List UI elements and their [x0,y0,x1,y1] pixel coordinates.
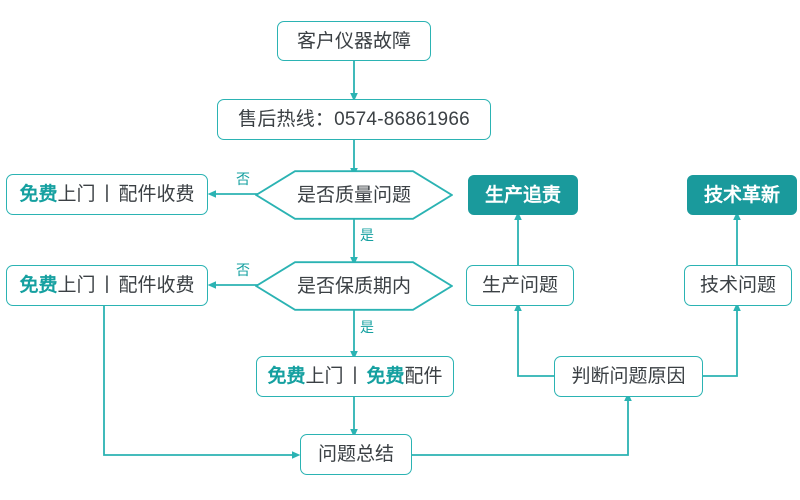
node-diagnose-cause[interactable]: 判断问题原因 [554,356,703,397]
edge-summary-to-diagnose [412,392,632,456]
node-hotline[interactable]: 售后热线：0574-86861966 [217,99,491,140]
node-technology-issue[interactable]: 技术问题 [684,265,792,306]
outcome-paid-2-sep: 丨 [97,275,117,296]
outcome-free-free1: 免费 [267,366,306,387]
outcome-free-rest2: 配件 [404,366,443,387]
outcome-free-sep: 丨 [345,366,365,387]
edge-diagnose-to-technology-issue [702,302,741,377]
edge-label-quality-yes-text: 是 [360,227,374,243]
node-decision-quality[interactable]: 是否质量问题 [255,170,453,220]
node-technology-issue-label: 技术问题 [699,275,776,296]
outcome-free-free2: 免费 [366,366,405,387]
node-production-issue-label: 生产问题 [481,275,558,296]
node-start-label: 客户仪器故障 [296,30,411,52]
node-outcome-paid-2[interactable]: 免费上门丨配件收费 [6,265,208,306]
outcome-paid-1-free: 免费 [19,184,58,205]
edge-label-quality-no: 否 [236,172,250,186]
node-decision-quality-label: 是否质量问题 [296,184,411,206]
node-production-accountability-label: 生产追责 [484,184,561,206]
node-production-issue[interactable]: 生产问题 [466,265,574,306]
edge-label-warranty-no-text: 否 [236,262,250,278]
outcome-paid-1-sep: 丨 [97,184,117,205]
edge-label-quality-yes: 是 [360,228,374,242]
outcome-paid-1-tail: 配件收费 [118,184,195,205]
hexagon-shape-quality [255,170,453,220]
node-outcome-paid-1[interactable]: 免费上门丨配件收费 [6,174,208,215]
node-outcome-free[interactable]: 免费上门丨免费配件 [256,356,454,397]
edge-label-warranty-yes: 是 [360,320,374,334]
outcome-paid-2-free: 免费 [19,275,58,296]
edge-paid2-to-summary [103,305,301,459]
outcome-paid-2-rest: 上门 [57,275,96,296]
edge-label-warranty-no: 否 [236,263,250,277]
outcome-paid-2-tail: 配件收费 [118,275,195,296]
edge-label-quality-no-text: 否 [236,171,250,187]
edge-label-warranty-yes-text: 是 [360,319,374,335]
node-production-accountability[interactable]: 生产追责 [468,175,578,215]
node-technology-innovation-label: 技术革新 [703,184,780,206]
hexagon-shape-warranty [255,261,453,311]
node-diagnose-cause-label: 判断问题原因 [571,366,686,387]
outcome-free-rest1: 上门 [305,366,344,387]
node-issue-summary[interactable]: 问题总结 [300,434,412,475]
node-hotline-label: 售后热线：0574-86861966 [238,109,470,130]
node-issue-summary-label: 问题总结 [317,444,394,465]
node-start[interactable]: 客户仪器故障 [277,21,431,61]
outcome-paid-1-rest: 上门 [57,184,96,205]
node-decision-warranty-label: 是否保质期内 [296,275,411,297]
edge-diagnose-to-production-issue [514,302,554,377]
node-technology-innovation[interactable]: 技术革新 [687,175,797,215]
node-decision-warranty[interactable]: 是否保质期内 [255,261,453,311]
